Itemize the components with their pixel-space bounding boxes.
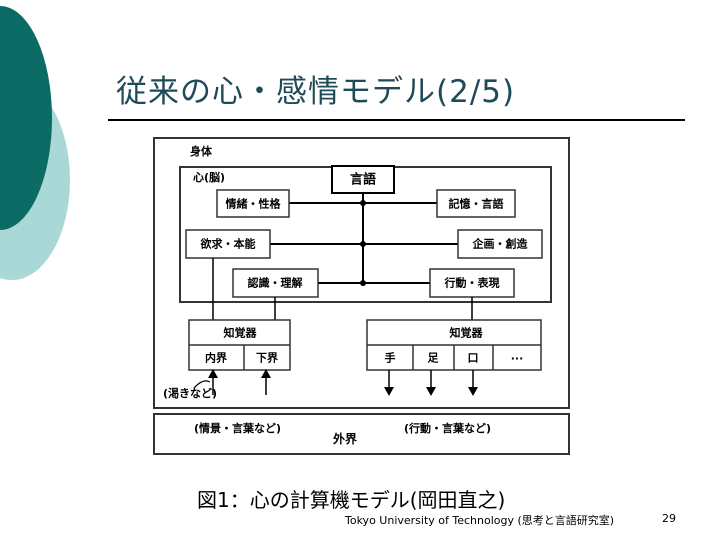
- left-perceptor-label: 知覚器: [223, 326, 257, 340]
- recognition-understanding-box: [232, 268, 319, 298]
- mouth-label: 口: [467, 351, 479, 365]
- bus-junction: [360, 241, 366, 247]
- output-arrowhead: [468, 387, 478, 396]
- bus-junction: [360, 200, 366, 206]
- hand-label: 手: [384, 351, 396, 365]
- dark-teal-shape: [0, 6, 52, 230]
- language-box: [331, 165, 395, 194]
- mind-label: 心(脳): [193, 171, 226, 184]
- desire-instinct-label: 欲求・本能: [200, 237, 256, 251]
- page-number: 29: [662, 512, 676, 525]
- footer-text: Tokyo University of Technology (思考と言語研究室…: [345, 514, 615, 527]
- foot-label: 足: [427, 351, 439, 365]
- thirst-note: (渇きなど): [163, 387, 218, 400]
- memory-language-box: [436, 189, 516, 218]
- outer-world-label: 外界: [332, 432, 358, 446]
- title-divider: [108, 119, 685, 121]
- memory-language-label: 記憶・言語: [448, 197, 504, 211]
- action-expression-label: 行動・表現: [444, 276, 500, 290]
- lower-world-label: 下界: [256, 351, 278, 365]
- output-arrowhead: [384, 387, 394, 396]
- planning-creation-label: 企画・創造: [472, 237, 528, 251]
- output-arrowhead: [426, 387, 436, 396]
- body-label: 身体: [190, 145, 212, 158]
- emotion-personality-label: 情緒・性格: [225, 197, 281, 211]
- outer-world-box: [153, 413, 570, 455]
- internal-world-label: 内界: [205, 351, 227, 365]
- right-perceptor-label: 知覚器: [449, 326, 483, 340]
- action-expression-box: [429, 268, 515, 298]
- emotion-personality-box: [216, 189, 290, 218]
- language-label: 言語: [349, 172, 377, 188]
- desire-instinct-box: [185, 229, 271, 259]
- slide-title: 従来の心・感情モデル(2/5): [116, 74, 516, 110]
- figure-caption: 図1：心の計算機モデル(岡田直之): [197, 488, 506, 512]
- action-words-label: (行動・言葉など): [404, 422, 492, 435]
- recognition-understanding-label: 認識・理解: [247, 276, 303, 290]
- ellipsis-label: ...: [510, 349, 524, 363]
- body-box: [153, 137, 570, 409]
- bus-junction: [360, 280, 366, 286]
- input-arrowhead: [208, 369, 218, 378]
- input-arrowhead: [261, 369, 271, 378]
- planning-creation-box: [457, 229, 543, 259]
- info-words-label: (情景・言葉など): [194, 422, 282, 435]
- thirst-pointer-line: [193, 380, 211, 389]
